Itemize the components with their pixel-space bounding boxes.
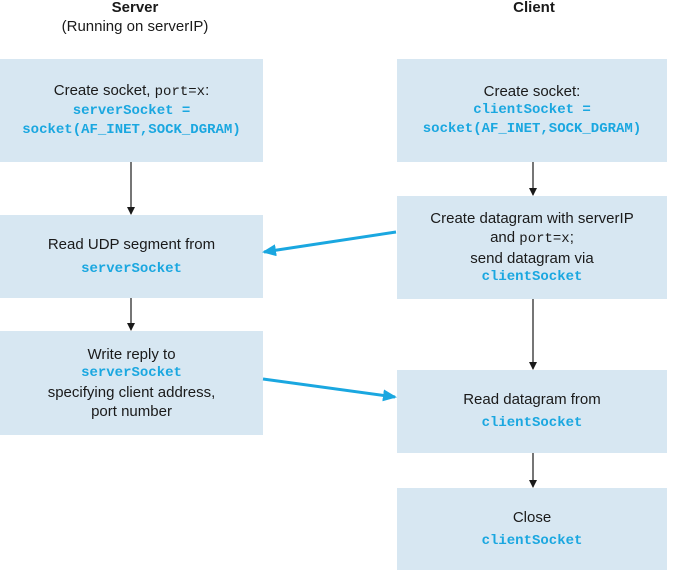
- client-create-datagram-code: clientSocket: [481, 268, 583, 285]
- client-create-socket-label: Create socket:: [483, 83, 581, 100]
- server-header: Server (Running on serverIP): [40, 0, 230, 36]
- client-create-datagram-line2: and port=x;: [490, 228, 574, 247]
- client-close-box: Close clientSocket: [397, 488, 667, 570]
- server-read-segment-label: Read UDP segment from: [47, 235, 216, 253]
- client-read-datagram-label: Read datagram from: [463, 391, 601, 408]
- client-read-datagram-box: Read datagram from clientSocket: [397, 370, 667, 453]
- server-read-segment-code: serverSocket: [81, 260, 182, 277]
- client-close-code: clientSocket: [481, 532, 583, 549]
- client-socket-code-line1: clientSocket =: [473, 102, 591, 118]
- client-close-label: Close: [512, 508, 552, 526]
- reply-to-client-arrow: [262, 377, 397, 402]
- server-write-reply-line2: specifying client address,: [47, 384, 216, 401]
- client-title: Client: [513, 0, 555, 16]
- server-write-reply-code: serverSocket: [81, 365, 182, 381]
- datagram-to-server-arrow: [262, 230, 397, 257]
- server-port-text: port=x: [154, 84, 206, 100]
- client-create-datagram-line1: Create datagram with serverIP: [430, 209, 634, 227]
- client-header: Client: [434, 0, 634, 17]
- client-port-text: port=x: [519, 230, 570, 247]
- server-socket-code-line1: serverSocket =: [72, 103, 191, 119]
- server-write-reply-box: Write reply to serverSocket specifying c…: [0, 331, 263, 435]
- server-write-reply-line1: Write reply to: [87, 346, 176, 363]
- server-subtitle: (Running on serverIP): [61, 18, 209, 35]
- server-create-socket-box: Create socket, port=x: serverSocket = so…: [0, 59, 263, 162]
- client-create-datagram-box: Create datagram with serverIP and port=x…: [397, 196, 667, 299]
- server-create-socket-label: Create socket, port=x:: [53, 82, 210, 100]
- server-read-segment-box: Read UDP segment from serverSocket: [0, 215, 263, 298]
- client-socket-code-line2: socket(AF_INET,SOCK_DGRAM): [422, 121, 642, 137]
- client-create-datagram-line3: send datagram via: [470, 249, 594, 267]
- server-write-reply-line3: port number: [91, 403, 172, 420]
- client-read-datagram-code: clientSocket: [481, 415, 583, 431]
- client-create-socket-box: Create socket: clientSocket = socket(AF_…: [397, 59, 667, 162]
- server-socket-code-line2: socket(AF_INET,SOCK_DGRAM): [22, 122, 241, 138]
- server-title: Server: [111, 0, 159, 16]
